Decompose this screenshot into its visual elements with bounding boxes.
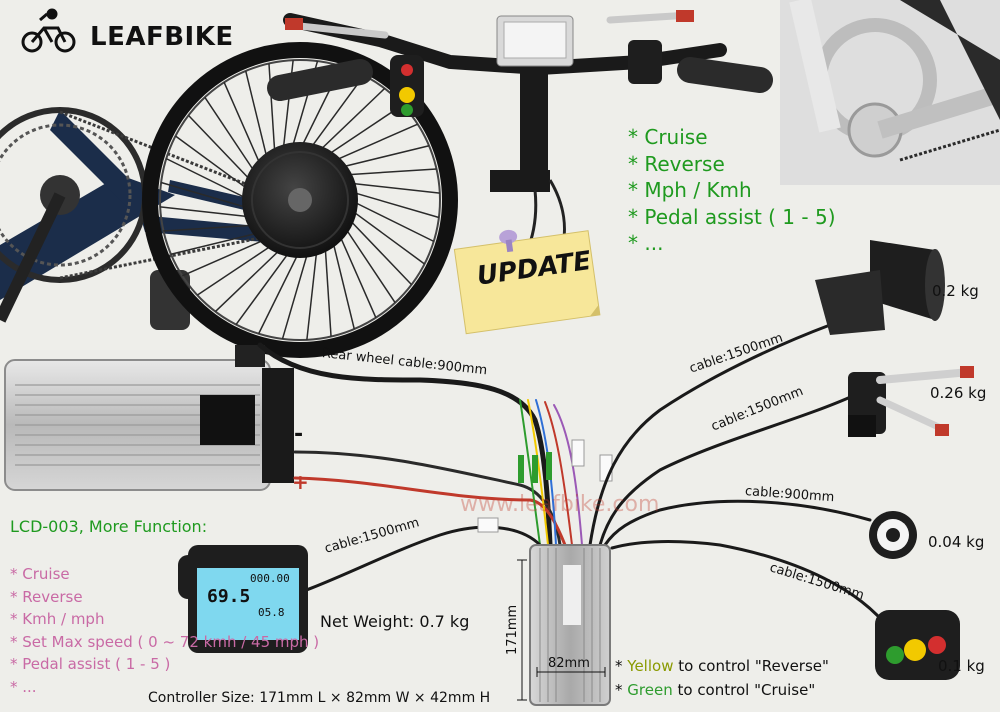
lcd-screen-odo: 000.00 xyxy=(250,572,290,585)
wheel-spoke xyxy=(204,96,258,176)
wheel-spoke xyxy=(182,237,269,277)
wheel-spoke xyxy=(331,238,356,330)
wheel-spoke xyxy=(196,242,276,296)
switch-note-reverse-prefix: * xyxy=(615,657,628,675)
wheel-spoke xyxy=(349,190,440,219)
wheel-spoke xyxy=(337,231,377,318)
wheel-spoke xyxy=(349,199,435,243)
lcd-feature-more: * ... xyxy=(10,677,37,696)
wheel-spoke xyxy=(306,246,318,340)
wheel-spoke xyxy=(223,82,263,169)
watermark-url: www.leafbike.com xyxy=(460,492,660,517)
wheel-spoke xyxy=(338,144,430,169)
lcd-feature-pedal-assist: * Pedal assist ( 1 - 5 ) xyxy=(10,655,171,673)
leafbike-logo-icon xyxy=(21,8,76,53)
battery-plus-label: + xyxy=(292,470,309,494)
feature-cruise: * Cruise xyxy=(628,125,708,149)
display-feature-list: * Cruise * Reverse * Mph / Kmh * Pedal a… xyxy=(628,124,836,257)
switch-note-yellow-word: Yellow xyxy=(627,657,674,675)
controller-width-label: 82mm xyxy=(548,656,590,671)
feature-more: * ... xyxy=(628,231,664,255)
wheel-spoke xyxy=(170,231,262,256)
brake-weight: 0.26 kg xyxy=(930,384,987,402)
battery-minus-label: - xyxy=(294,422,304,447)
pas-sensor xyxy=(869,511,917,559)
update-sticky-note xyxy=(453,229,601,335)
switch-note-cruise: * Green to control "Cruise" xyxy=(615,681,815,699)
wheel-spoke xyxy=(346,182,440,194)
wheel-spoke xyxy=(324,104,404,158)
throttle-weight: 0.2 kg xyxy=(932,282,979,300)
wheel-spoke xyxy=(187,114,254,184)
lcd-panel-title: LCD-003, More Function: xyxy=(10,517,208,536)
function-switch xyxy=(875,610,960,680)
wheel-spoke xyxy=(235,248,292,325)
wheel-spoke xyxy=(160,181,251,210)
controller-size-label: Controller Size: 171mm L × 82mm W × 42mm… xyxy=(148,690,491,706)
lcd-screen-trip: 05.8 xyxy=(258,606,285,619)
wheel-spoke xyxy=(160,206,254,218)
wheel-spoke xyxy=(343,168,437,176)
feature-pedal-assist: * Pedal assist ( 1 - 5) xyxy=(628,204,836,229)
lcd-screen-speed: 69.5 xyxy=(207,586,251,607)
switch-note-reverse: * Yellow to control "Reverse" xyxy=(615,657,829,675)
switch-note-green-word: Green xyxy=(627,681,673,699)
wheel-spoke xyxy=(175,135,252,192)
controller-height-label: 171mm xyxy=(505,604,520,655)
pas-weight: 0.04 kg xyxy=(928,533,985,551)
controller xyxy=(517,544,611,706)
lcd-feature-reverse: * Reverse xyxy=(10,587,83,606)
lcd-feature-list: * Cruise * Reverse * Kmh / mph * Set Max… xyxy=(10,563,319,698)
lcd-feature-max-speed: * Set Max speed ( 0 ~ 72 kmh / 45 mph ) xyxy=(10,632,320,651)
rear-wheel xyxy=(142,42,458,358)
wheel-spoke xyxy=(316,87,386,154)
wheel-spoke xyxy=(342,224,396,304)
wheel-spoke xyxy=(281,249,310,340)
switch-note-cruise-prefix: * xyxy=(615,681,628,699)
lcd-display xyxy=(178,545,308,653)
brake-lever xyxy=(848,366,974,437)
wheel-spoke xyxy=(324,243,332,337)
wheel-spoke xyxy=(268,63,276,157)
feature-mph-kmh: * Mph / Kmh xyxy=(628,178,752,202)
switch-note-reverse-rest: to control "Reverse" xyxy=(673,657,829,675)
throttle xyxy=(815,240,945,335)
wheel-spoke xyxy=(163,224,257,232)
feature-reverse: * Reverse xyxy=(628,151,725,176)
wheel-spoke xyxy=(165,157,251,201)
wheel-spoke xyxy=(308,75,365,152)
wheel-spoke xyxy=(214,246,284,313)
lcd-net-weight: Net Weight: 0.7 kg xyxy=(320,612,470,631)
wheel-spoke xyxy=(331,123,418,163)
battery xyxy=(4,345,294,491)
brand-logo-text: LEAFBIKE xyxy=(90,22,234,52)
lcd-feature-units: * Kmh / mph xyxy=(10,610,105,628)
wheel-spoke xyxy=(346,216,413,286)
wheel-spoke xyxy=(257,249,301,335)
switch-weight: 0.1 kg xyxy=(938,657,985,675)
wheel-spoke xyxy=(348,208,425,265)
switch-note-cruise-rest: to control "Cruise" xyxy=(672,681,816,699)
wheel-spoke xyxy=(244,70,269,162)
wires xyxy=(257,323,892,632)
front-fork-photo xyxy=(780,0,1000,185)
lcd-feature-cruise: * Cruise xyxy=(10,565,70,583)
